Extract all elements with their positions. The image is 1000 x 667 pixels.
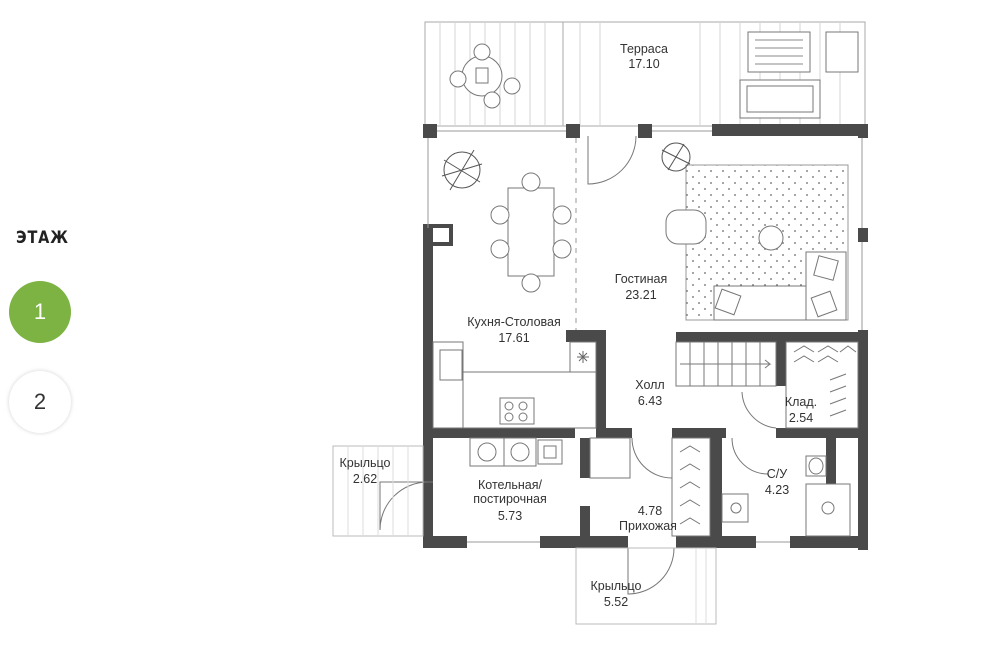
wardrobe bbox=[589, 437, 711, 537]
terrace-deck bbox=[424, 21, 866, 127]
floor-1-button[interactable]: 1 bbox=[9, 281, 71, 343]
boiler-name-line1: Котельная/ bbox=[478, 478, 543, 492]
porch-bottom-name: Крыльцо bbox=[591, 579, 642, 593]
storage-area: 2.54 bbox=[789, 411, 813, 425]
entrance-area: 4.78 bbox=[638, 504, 662, 518]
terrace-name: Терраса bbox=[620, 42, 668, 56]
storage-name: Клад. bbox=[785, 395, 817, 409]
bathroom-name: С/У bbox=[767, 467, 788, 481]
porch-bottom bbox=[575, 547, 717, 625]
dining-table bbox=[490, 172, 572, 293]
living-area: 23.21 bbox=[625, 288, 656, 302]
boiler-appliances bbox=[469, 437, 563, 467]
boiler-name-line2: постирочная bbox=[473, 492, 546, 506]
porch-bottom-area: 5.52 bbox=[604, 595, 628, 609]
entrance-name: Прихожая bbox=[619, 519, 677, 533]
kitchen-name: Кухня-Столовая bbox=[467, 315, 561, 329]
stairs bbox=[675, 341, 777, 387]
boiler-area: 5.73 bbox=[498, 509, 522, 523]
storage-racks bbox=[785, 341, 859, 429]
living-furniture bbox=[665, 209, 847, 321]
porch-left bbox=[332, 445, 424, 537]
porch-left-area: 2.62 bbox=[353, 472, 377, 486]
floor-selector-label: ЭТАЖ bbox=[16, 228, 69, 248]
living-name: Гостиная bbox=[615, 272, 667, 286]
plant-icon bbox=[441, 142, 691, 191]
hall-name: Холл bbox=[635, 378, 664, 392]
terrace-area: 17.10 bbox=[628, 57, 659, 71]
kitchen-counter bbox=[432, 341, 597, 429]
porch-left-name: Крыльцо bbox=[340, 456, 391, 470]
bathroom-fixtures bbox=[721, 455, 851, 537]
doors bbox=[379, 135, 777, 595]
hall-area: 6.43 bbox=[638, 394, 662, 408]
kitchen-area: 17.61 bbox=[498, 331, 529, 345]
floor-2-button[interactable]: 2 bbox=[9, 371, 71, 433]
bathroom-area: 4.23 bbox=[765, 483, 789, 497]
